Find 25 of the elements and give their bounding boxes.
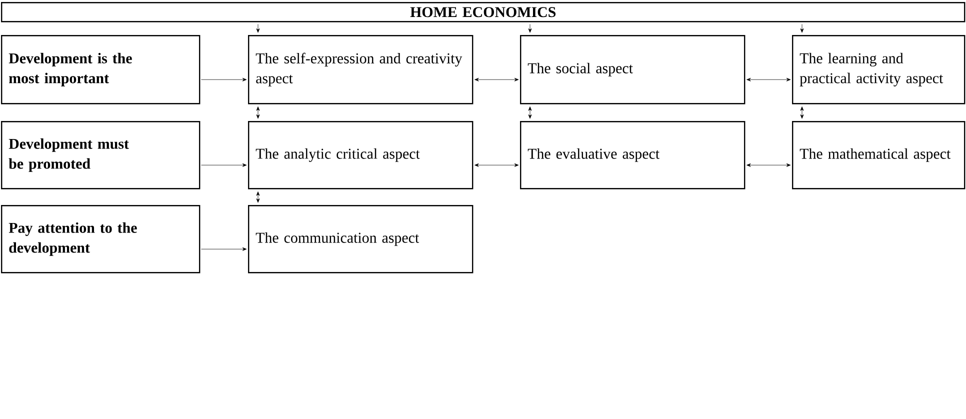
arrow: [800, 106, 804, 119]
principle-box: Development is the most important: [1, 35, 200, 104]
arrow: [528, 106, 532, 119]
title-band: HOME ECONOMICS: [1, 2, 966, 22]
arrow: [256, 192, 260, 203]
principle-box: Pay attention to the development: [1, 205, 200, 274]
aspect-box: The communication aspect: [248, 205, 474, 274]
principle-box: Development must be promoted: [1, 121, 200, 190]
arrow: [746, 78, 791, 82]
arrow: [474, 78, 519, 82]
arrow: [256, 106, 260, 119]
arrow: [256, 24, 260, 33]
aspect-box: The evaluative aspect: [520, 121, 746, 190]
arrow: [746, 163, 791, 167]
aspect-box: The analytic critical aspect: [248, 121, 474, 190]
arrow: [201, 247, 247, 251]
arrow: [201, 163, 247, 167]
aspect-box: The social aspect: [520, 35, 746, 104]
arrow: [800, 24, 804, 33]
aspect-box: The learning and practical activity aspect: [792, 35, 966, 104]
arrow: [201, 78, 247, 82]
aspect-box: The self-expression and creativity aspect: [248, 35, 474, 104]
aspect-box: The mathematical aspect: [792, 121, 966, 190]
arrow: [474, 163, 519, 167]
arrow: [528, 24, 532, 33]
